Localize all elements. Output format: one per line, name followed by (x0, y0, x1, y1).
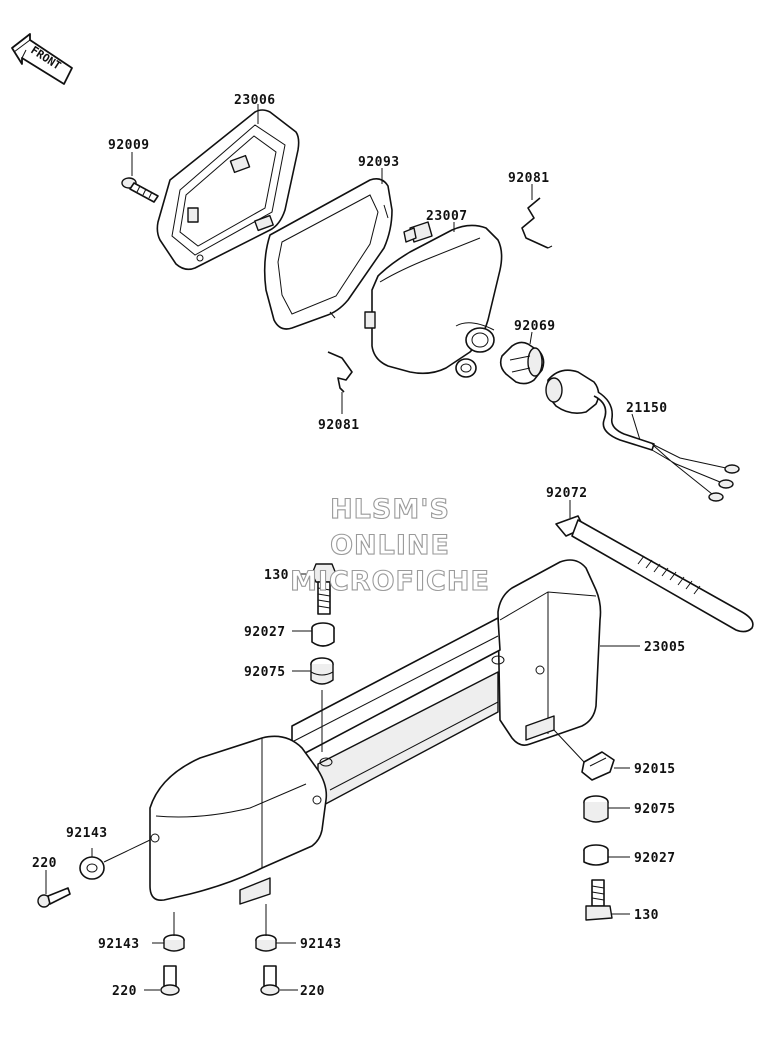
part-label: 21150 (626, 401, 668, 416)
screw-220-left (37, 887, 71, 908)
part-label: 220 (300, 984, 325, 999)
headlight-lens (263, 178, 393, 330)
clip-92081-lower (327, 351, 353, 393)
grommet-92075-lower (583, 795, 609, 823)
part-label: 130 (264, 568, 289, 583)
clip-92081-upper (521, 197, 553, 249)
screw-220-right (260, 965, 280, 996)
collar-92027-lower (583, 844, 609, 866)
part-label: 23006 (234, 93, 276, 108)
base-bracket-23005 (149, 559, 602, 905)
part-label: 92027 (634, 851, 676, 866)
part-label: 92081 (508, 171, 550, 186)
part-label: 92072 (546, 486, 588, 501)
watermark-line-2: ONLINE (330, 530, 450, 561)
part-label: 220 (32, 856, 57, 871)
part-label: 92093 (358, 155, 400, 170)
bulb-92069 (499, 341, 545, 385)
headlight-rim (156, 109, 300, 271)
part-label: 92069 (514, 319, 556, 334)
nut-92015 (581, 751, 615, 781)
collar-92027-upper (311, 622, 335, 647)
socket-harness-21150 (545, 369, 740, 502)
headlight-housing (364, 221, 503, 378)
grommet-92143-left (79, 856, 105, 880)
part-label: 92075 (244, 665, 286, 680)
part-label: 92143 (300, 937, 342, 952)
part-label: 92009 (108, 138, 150, 153)
watermark-line-3: MICROFICHE (290, 566, 490, 597)
part-label: 92015 (634, 762, 676, 777)
part-label: 92143 (98, 937, 140, 952)
part-label: 92075 (634, 802, 676, 817)
part-label: 130 (634, 908, 659, 923)
part-label: 92027 (244, 625, 286, 640)
part-label: 23005 (644, 640, 686, 655)
leader-lines (45, 104, 641, 991)
screw-92009 (121, 177, 159, 203)
front-arrow-icon: FRONT (11, 33, 73, 85)
screw-220-mid (160, 965, 180, 996)
watermark-line-1: HLSM'S (330, 494, 450, 525)
part-label: 23007 (426, 209, 468, 224)
grommet-92143-mid (163, 934, 185, 952)
strap-92072 (555, 515, 754, 633)
grommet-92075-upper (310, 657, 334, 685)
watermark: HLSM'S ONLINE MICROFICHE (290, 493, 490, 597)
part-label: 220 (112, 984, 137, 999)
grommet-92143-right (255, 934, 277, 952)
part-label: 92143 (66, 826, 108, 841)
bolt-130-lower (585, 879, 613, 921)
part-label: 92081 (318, 418, 360, 433)
part-labels: 23006 92009 92093 92081 23007 92069 9208… (32, 93, 686, 999)
